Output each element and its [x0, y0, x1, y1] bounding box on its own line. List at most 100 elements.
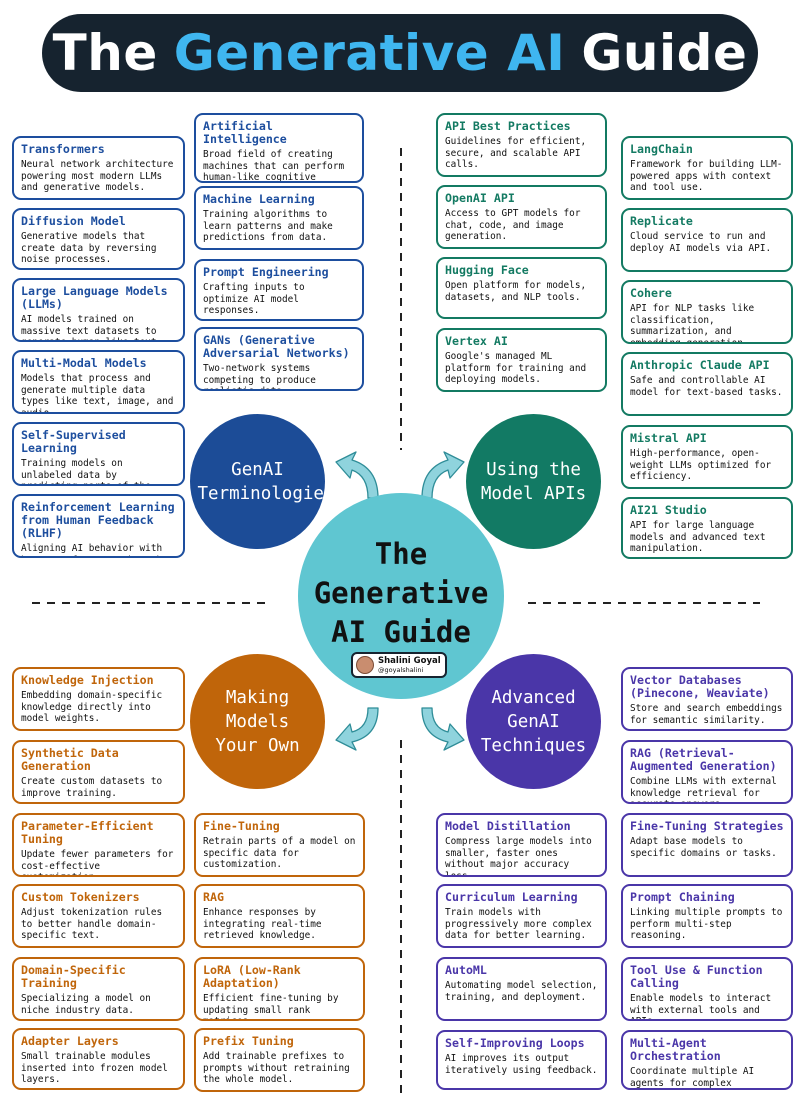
card-desc: Train models with progressively more com… [445, 907, 592, 942]
card-title: Self-Improving Loops [445, 1036, 585, 1050]
card-desc: Enhance responses by integrating real-ti… [203, 907, 322, 942]
card-desc: Store and search embeddings for semantic… [630, 703, 783, 726]
technique-card: Vector Databases (Pinecone, Weaviate) Sto… [621, 667, 793, 731]
card-title: Model Distillation [445, 819, 571, 833]
card-title: LangChain [630, 142, 693, 156]
arrow-to-advanced-techniques [421, 707, 465, 751]
card-title: RAG [203, 890, 224, 904]
card-title: Curriculum Learning [445, 890, 578, 904]
author-handle: @goyalshalini [378, 666, 424, 674]
card-desc: Two-network systems competing to produce… [203, 363, 316, 389]
card-desc: Neural network architecture powering mos… [21, 159, 174, 194]
card-title: Cohere [630, 286, 672, 300]
card-desc: Update fewer parameters for cost-effecti… [21, 849, 174, 875]
card-title: Reinforcement Learning from Human Feedba… [21, 500, 175, 540]
term-card: Reinforcement Learning from Human Feedba… [12, 494, 185, 558]
title-part-2: Generative AI [173, 24, 566, 82]
card-desc: Coordinate multiple AI agents for comple… [630, 1066, 755, 1089]
card-title: Large Language Models (LLMs) [21, 284, 168, 311]
customization-card: RAG Enhance responses by integrating real… [194, 884, 365, 948]
card-title: Parameter-Efficient Tuning [21, 819, 154, 846]
hub-advanced-genai-techniques: Advanced GenAI Techniques [466, 654, 601, 789]
arrow-to-model-apis [421, 451, 465, 499]
author-name: Shalini Goyal [378, 656, 441, 666]
card-desc: Efficient fine-tuning by updating small … [203, 993, 339, 1019]
card-desc: Combine LLMs with external knowledge ret… [630, 776, 777, 802]
card-title: Transformers [21, 142, 105, 156]
card-desc: Broad field of creating machines that ca… [203, 149, 345, 183]
term-card: GANs (Generative Adversarial Networks)Tw… [194, 327, 364, 391]
card-title: Machine Learning [203, 192, 315, 206]
card-title: Knowledge Injection [21, 673, 154, 687]
card-desc: Cloud service to run and deploy AI model… [630, 231, 772, 254]
card-desc: Training models on unlabeled data by pre… [21, 458, 151, 484]
card-title: Anthropic Claude API [630, 358, 770, 372]
card-title: Hugging Face [445, 263, 529, 277]
card-desc: Create custom datasets to improve traini… [21, 776, 163, 799]
api-card: Vertex AI Google's managed ML platform fo… [436, 328, 607, 392]
hub-genai-terminologies: GenAI Terminologies [190, 414, 334, 549]
card-title: Fine-Tuning [203, 819, 280, 833]
api-card: Anthropic Claude API Safe and controllabl… [621, 352, 793, 416]
arrow-to-terminologies [335, 451, 379, 499]
card-title: RAG (Retrieval-Augmented Generation) [630, 746, 777, 773]
card-title: Adapter Layers [21, 1034, 119, 1048]
card-desc: API for NLP tasks like classification, s… [630, 303, 755, 344]
term-card: Large Language Models (LLMs) AI models tr… [12, 278, 185, 342]
author-badge: Shalini Goyal @goyalshalini [351, 652, 447, 678]
technique-card: Self-Improving Loops AI improves its outp… [436, 1030, 607, 1090]
card-title: Prompt Chaining [630, 890, 735, 904]
card-title: LoRA (Low-Rank Adaptation) [203, 963, 301, 990]
center-title: The Generative AI Guide [313, 537, 489, 649]
card-desc: Safe and controllable AI model for text-… [630, 375, 783, 398]
card-title: Vertex AI [445, 334, 508, 348]
card-title: Domain-Specific Training [21, 963, 126, 990]
card-title: Prompt Engineering [203, 265, 329, 279]
card-title: API Best Practices [445, 119, 571, 133]
card-desc: Google's managed ML platform for trainin… [445, 351, 587, 386]
card-title: Prefix Tuning [203, 1034, 294, 1048]
card-desc: AI improves its output iteratively using… [445, 1053, 598, 1076]
hub-label: Advanced GenAI Techniques [480, 687, 587, 756]
card-desc: AI models trained on massive text datase… [21, 314, 162, 340]
card-title: Mistral API [630, 431, 707, 445]
card-desc: Access to GPT models for chat, code, and… [445, 208, 581, 243]
card-desc: Framework for building LLM-powered apps … [630, 159, 783, 194]
card-title: Artificial Intelligence [203, 119, 287, 146]
card-desc: Retrain parts of a model on specific dat… [203, 836, 356, 871]
card-desc: Guidelines for efficient, secure, and sc… [445, 136, 587, 171]
card-desc: Compress large models into smaller, fast… [445, 836, 592, 877]
card-title: Vector Databases (Pinecone, Weaviate) [630, 673, 770, 700]
card-title: Tool Use & Function Calling [630, 963, 763, 990]
card-desc: Small trainable modules inserted into fr… [21, 1051, 168, 1086]
card-desc: API for large language models and advanc… [630, 520, 766, 555]
title-part-3: Guide [581, 24, 748, 82]
technique-card: RAG (Retrieval-Augmented Generation) Comb… [621, 740, 793, 804]
customization-card: LoRA (Low-Rank Adaptation) Efficient fine… [194, 957, 365, 1021]
card-desc: Linking multiple prompts to perform mult… [630, 907, 783, 942]
card-title: AI21 Studio [630, 503, 707, 517]
